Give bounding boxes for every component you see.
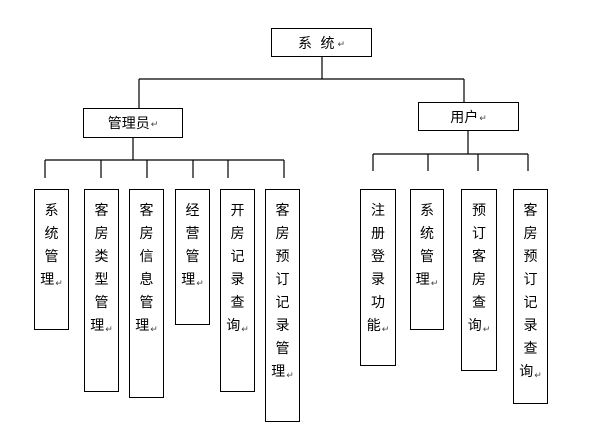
user-child-node: 注册登录功能↵ bbox=[360, 189, 396, 366]
node-char: 客 bbox=[472, 249, 486, 265]
node-char: 统 bbox=[420, 226, 434, 242]
node-char: 登 bbox=[371, 249, 385, 265]
node-char: 经 bbox=[185, 203, 200, 219]
node-char: 客 bbox=[94, 203, 109, 219]
node-char: 系 bbox=[44, 203, 59, 219]
node-char: 订 bbox=[275, 272, 290, 288]
paragraph-mark-icon: ↵ bbox=[534, 371, 542, 381]
paragraph-mark-icon: ↵ bbox=[337, 39, 345, 50]
node-char: 注 bbox=[371, 203, 385, 219]
paragraph-mark-icon: ↵ bbox=[241, 325, 249, 335]
admin-child-node: 客房预订记录管理↵ bbox=[265, 189, 300, 422]
node-char: 房 bbox=[275, 226, 290, 242]
node-char: 询↵ bbox=[519, 364, 542, 381]
node-char: 理↵ bbox=[40, 272, 63, 289]
node-char: 客 bbox=[523, 203, 538, 219]
paragraph-mark-icon: ↵ bbox=[105, 325, 113, 335]
node-char: 管 bbox=[94, 295, 109, 311]
node-char: 房 bbox=[472, 272, 486, 288]
node-char: 录 bbox=[523, 318, 538, 334]
node-char: 预 bbox=[275, 249, 290, 265]
node-char: 管 bbox=[275, 341, 290, 357]
node-char: 预 bbox=[523, 249, 538, 265]
node-char: 查 bbox=[472, 295, 486, 311]
node-char: 理↵ bbox=[271, 364, 294, 381]
root-node: 系 统↵ bbox=[271, 28, 372, 57]
node-char: 理↵ bbox=[90, 318, 113, 335]
paragraph-mark-icon: ↵ bbox=[430, 279, 439, 289]
node-char: 询↵ bbox=[467, 318, 491, 335]
node-char: 册 bbox=[371, 226, 385, 242]
node-char: 理↵ bbox=[415, 272, 439, 289]
admin-child-node: 开房记录查询↵ bbox=[220, 189, 255, 392]
admin-node: 管理员↵ bbox=[83, 108, 183, 138]
node-char: 息 bbox=[139, 272, 154, 288]
node-char: 记 bbox=[523, 295, 538, 311]
paragraph-mark-icon: ↵ bbox=[196, 279, 204, 289]
admin-child-node: 客房类型管理↵ bbox=[84, 189, 119, 392]
user-child-node: 系统管理↵ bbox=[410, 189, 444, 330]
paragraph-mark-icon: ↵ bbox=[150, 120, 159, 130]
paragraph-mark-icon: ↵ bbox=[286, 371, 294, 381]
node-char: 查 bbox=[523, 341, 538, 357]
node-char: 客 bbox=[139, 203, 154, 219]
admin-label: 管理员 bbox=[107, 116, 150, 132]
node-char: 录 bbox=[230, 272, 245, 288]
paragraph-mark-icon: ↵ bbox=[479, 113, 487, 124]
node-char: 系 bbox=[420, 203, 434, 219]
node-char: 管 bbox=[139, 295, 154, 311]
node-char: 开 bbox=[230, 203, 245, 219]
node-char: 查 bbox=[230, 295, 245, 311]
paragraph-mark-icon: ↵ bbox=[150, 325, 158, 335]
node-char: 记 bbox=[275, 295, 290, 311]
node-char: 记 bbox=[230, 249, 245, 265]
node-char: 订 bbox=[472, 226, 486, 242]
node-char: 房 bbox=[94, 226, 109, 242]
paragraph-mark-icon: ↵ bbox=[381, 325, 390, 335]
node-char: 房 bbox=[523, 226, 538, 242]
node-char: 预 bbox=[472, 203, 486, 219]
node-char: 理↵ bbox=[135, 318, 158, 335]
paragraph-mark-icon: ↵ bbox=[55, 279, 63, 289]
admin-child-node: 经营管理↵ bbox=[175, 189, 210, 325]
node-char: 录 bbox=[371, 272, 385, 288]
node-char: 统 bbox=[44, 226, 59, 242]
node-char: 房 bbox=[230, 226, 245, 242]
admin-child-node: 客房信息管理↵ bbox=[129, 189, 164, 398]
user-child-node: 预订客房查询↵ bbox=[461, 189, 497, 371]
node-char: 询↵ bbox=[226, 318, 249, 335]
admin-child-node: 系统管理↵ bbox=[34, 189, 69, 330]
node-char: 信 bbox=[139, 249, 154, 265]
node-char: 管 bbox=[44, 249, 59, 265]
node-char: 理↵ bbox=[181, 272, 204, 289]
paragraph-mark-icon: ↵ bbox=[482, 325, 491, 335]
node-char: 客 bbox=[275, 203, 290, 219]
user-child-node: 客房预订记录查询↵ bbox=[513, 189, 548, 404]
root-label: 系 统 bbox=[298, 35, 337, 52]
node-char: 类 bbox=[94, 249, 109, 265]
node-char: 管 bbox=[185, 249, 200, 265]
node-char: 功 bbox=[371, 295, 385, 311]
node-char: 房 bbox=[139, 226, 154, 242]
node-char: 型 bbox=[94, 272, 109, 288]
user-node: 用户↵ bbox=[418, 102, 519, 131]
node-char: 订 bbox=[523, 272, 538, 288]
user-label: 用户 bbox=[450, 109, 479, 126]
node-char: 管 bbox=[420, 249, 434, 265]
node-char: 营 bbox=[185, 226, 200, 242]
node-char: 能↵ bbox=[366, 318, 390, 335]
node-char: 录 bbox=[275, 318, 290, 334]
